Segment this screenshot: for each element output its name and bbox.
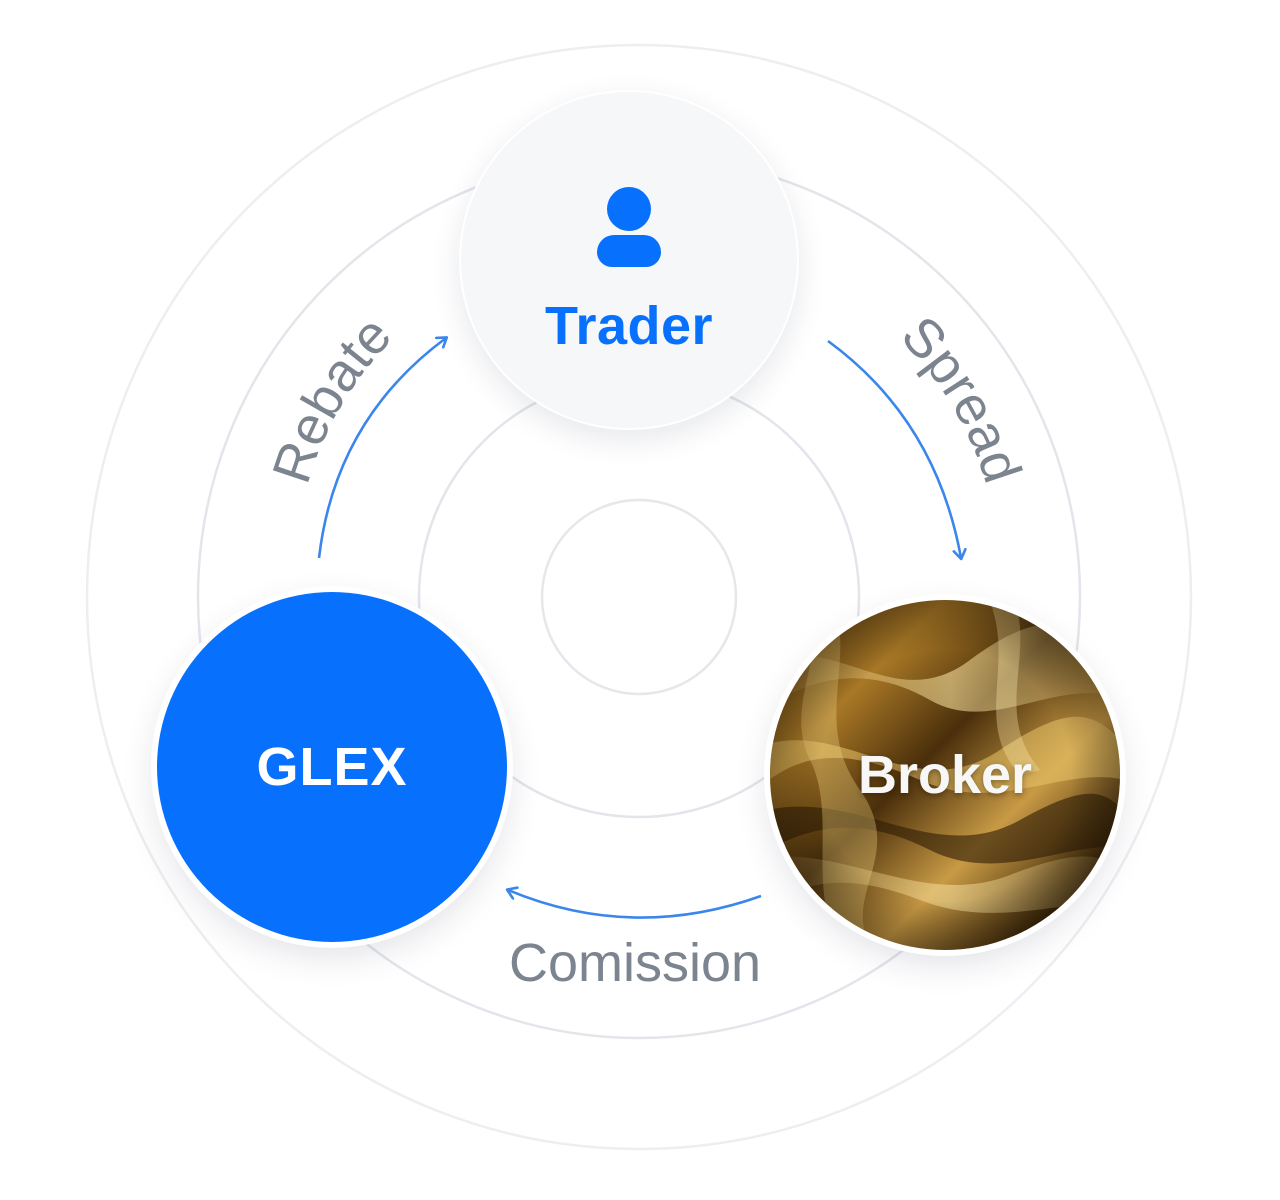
spread-arrow xyxy=(827,339,961,558)
trader-label: Trader xyxy=(544,296,714,356)
rebate-arrow xyxy=(317,338,446,559)
gold-silk-texture xyxy=(770,600,1120,950)
glex-label: GLEX xyxy=(256,737,408,797)
commission-label: Comission xyxy=(509,933,761,993)
person-icon-body xyxy=(597,235,661,267)
glex-node: GLEX xyxy=(157,592,507,942)
commission-arrow xyxy=(508,890,762,919)
person-icon-head xyxy=(607,187,651,231)
core-ring xyxy=(540,498,738,696)
person-icon xyxy=(597,187,661,267)
broker-node: Broker xyxy=(770,600,1120,950)
trader-node: Trader xyxy=(459,90,799,430)
broker-label: Broker xyxy=(857,745,1033,805)
